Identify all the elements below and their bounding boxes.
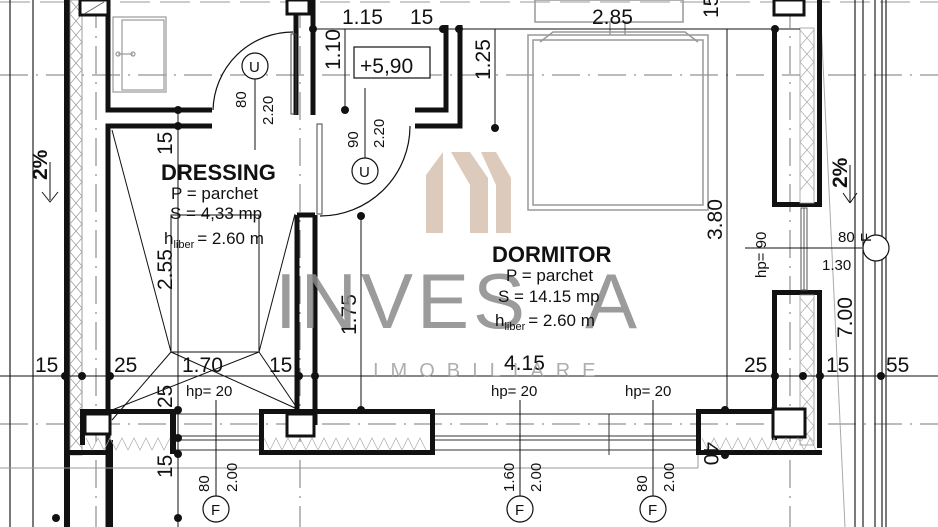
window-height: 2.00: [661, 463, 678, 492]
dim-vertical-380: 3.80: [704, 199, 727, 240]
window-tag-dormitor-1: hp= 20 1.60 2.00 F: [491, 383, 545, 523]
level-marker-label: +5,90: [360, 55, 413, 78]
window-width: 1.60: [501, 463, 518, 492]
door-width: 90: [345, 131, 362, 148]
dim-horizontal-7: 15: [826, 354, 849, 377]
window-tag-letter: F: [648, 502, 657, 519]
room-floor: P = parchet: [171, 184, 258, 203]
room-height: hliber= 2.60 m: [164, 229, 264, 251]
window-tag-letter: F: [515, 502, 524, 519]
sink-icon: [112, 16, 167, 93]
dim-horizontal-8: 55: [886, 354, 909, 377]
watermark-subtitle: IMOBILIARE: [373, 360, 607, 382]
room-name: DRESSING: [161, 160, 276, 185]
slope-marker-right: 2%: [829, 157, 858, 204]
facade-right: [854, 0, 887, 527]
dim-vertical-110: 1.10: [322, 29, 345, 70]
arrow-down-icon: [41, 162, 59, 203]
door-panel-vertical: [290, 33, 323, 215]
window-height: 2.00: [224, 463, 241, 492]
dim-vertical-15-top: 15: [154, 132, 177, 155]
door-height: 2.20: [260, 96, 277, 125]
dim-top-4: 15: [700, 0, 723, 18]
wardrobe-cross: [111, 129, 296, 421]
dim-top-3: 2.85: [592, 6, 633, 29]
window-sill: hp= 20: [625, 383, 671, 400]
window-right: [800, 207, 808, 291]
watermark-brand-right: A: [585, 257, 641, 345]
room-floor: P = parchet: [506, 266, 593, 285]
window-height: 1.30: [822, 257, 851, 274]
window-tag-letter: F: [211, 502, 220, 519]
insulation-hatch-bottom: [85, 437, 817, 451]
room-label-dormitor: DORMITOR P = parchet S = 14.15 mp hliber…: [492, 242, 611, 333]
wall-column-top-mid: [285, 0, 311, 16]
watermark-brand-left: INVES: [275, 257, 529, 345]
dim-vertical-25: 25: [154, 385, 177, 408]
dim-horizontal-2: 25: [114, 354, 137, 377]
wall-bottom: [64, 407, 822, 527]
window-width: 80: [838, 229, 855, 246]
room-area: S = 14.15 mp: [498, 287, 600, 306]
dim-horizontal-5: 4.15: [504, 352, 545, 375]
facade-left: [9, 0, 34, 527]
insulation-hatch-right: [799, 29, 815, 443]
wall-left-exterior: [64, 0, 83, 527]
room-height: hliber= 2.60 m: [495, 311, 595, 333]
window-tag-dressing: hp= 20 80 2.00 F: [186, 383, 241, 523]
window-tag-right: hp= 90 80 1.30 F: [753, 229, 890, 278]
slope-line-right: [819, 0, 846, 527]
level-marker: +5,90: [353, 46, 431, 79]
wall-right-exterior: [772, 0, 822, 448]
door-tag-letter: U: [359, 164, 370, 181]
dim-horizontal-3: 1.70: [182, 354, 223, 377]
dim-vertical-15-bottom: 15: [154, 455, 177, 478]
dim-horizontal-6: 25: [744, 354, 767, 377]
window-sill: hp= 90: [753, 232, 770, 278]
watermark-logo: [426, 152, 511, 233]
window-width: 80: [634, 475, 651, 492]
door-height: 2.20: [371, 119, 388, 148]
door-tag-dormitor: U 90 2.20: [345, 88, 388, 185]
door-tag-letter: U: [249, 59, 260, 76]
slope-label-left: 2%: [29, 149, 52, 180]
bed-outline: [527, 0, 709, 211]
dim-horizontal-4: 15: [269, 354, 292, 377]
window-tag-dormitor-2: hp= 20 80 2.00 F: [625, 383, 678, 523]
door-swing-dormitor: [319, 125, 411, 217]
dimension-dots: [52, 25, 885, 522]
dim-vertical-125: 1.25: [472, 39, 495, 80]
door-swing-dressing: [212, 31, 294, 111]
window-sill: hp= 20: [491, 383, 537, 400]
arrow-down-icon: [842, 165, 858, 204]
dim-vertical-700: 7.00: [834, 297, 857, 338]
dim-top-2: 15: [410, 6, 433, 29]
slope-marker-left: 2%: [29, 149, 59, 203]
slope-label-right: 2%: [829, 157, 852, 188]
door-tag-dressing: U 80 2.20: [233, 52, 277, 150]
dim-horizontal-1: 15: [35, 354, 58, 377]
door-width: 80: [233, 91, 250, 108]
room-name: DORMITOR: [492, 242, 611, 267]
room-area: S = 4,33 mp: [170, 204, 262, 223]
dim-vertical-175: 1.75: [338, 294, 361, 335]
dim-top-1: 1.15: [342, 6, 383, 29]
dim-vertical-255: 2.55: [154, 249, 177, 290]
room-label-dressing: DRESSING P = parchet S = 4,33 mp hliber=…: [161, 160, 276, 251]
window-tag-letter: F: [858, 233, 875, 242]
wall-partition-dressing: [294, 212, 318, 425]
window-sill: hp= 20: [186, 383, 232, 400]
window-height: 2.00: [528, 463, 545, 492]
window-width: 80: [196, 475, 213, 492]
dim-vertical-40: 40: [699, 442, 722, 465]
